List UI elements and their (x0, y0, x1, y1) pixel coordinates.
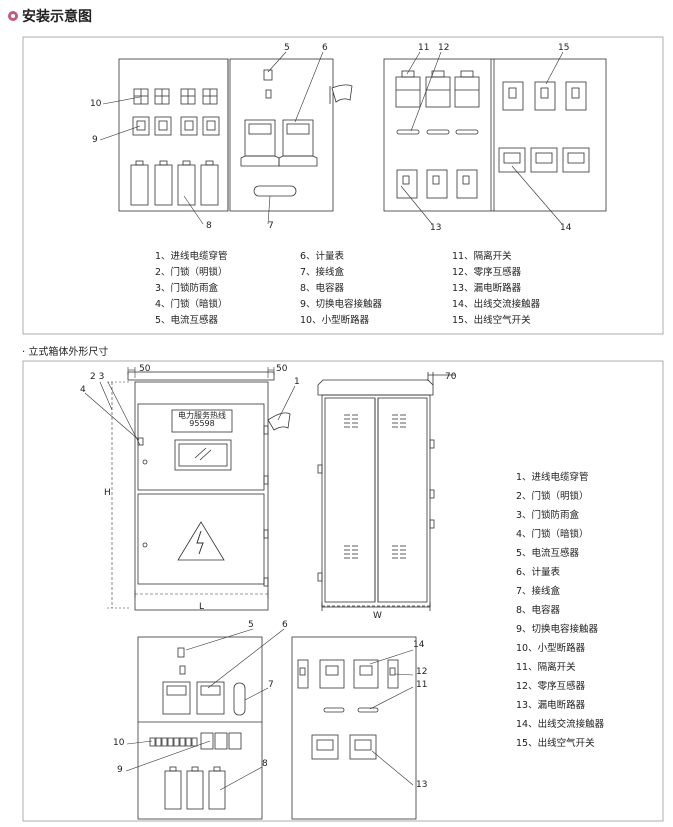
breaker-row (133, 88, 218, 105)
legend-item: 7、接线盒 (300, 267, 345, 278)
callout-4: 4 (80, 385, 86, 395)
legend-item: 11、隔离开关 (452, 251, 512, 262)
legend-item: 5、电流互感器 (155, 315, 219, 326)
dim-width: W (373, 611, 382, 621)
callout-10: 10 (90, 99, 102, 109)
side-cabinet (317, 372, 455, 611)
section-title: 安装示意图 (8, 6, 92, 26)
legend-item: 8、电容器 (300, 283, 345, 294)
bottom-interior-right (291, 636, 417, 820)
legend-side-item: 3、门锁防雨盒 (516, 510, 580, 521)
top-left-cabinet (118, 58, 229, 212)
service-hotline-label: 电力服务热线 95598 (176, 412, 228, 428)
callout-13b: 13 (416, 780, 428, 790)
legend-side-item: 5、电流互感器 (516, 548, 580, 559)
section1-frame (22, 36, 664, 335)
legend-item: 9、切换电容接触器 (300, 299, 383, 310)
callout-9: 9 (92, 135, 98, 145)
service-hotline-number: 95598 (189, 419, 215, 428)
legend-side-item: 2、门锁（明锁） (516, 491, 589, 502)
legend-side-item: 10、小型断路器 (516, 643, 586, 654)
callout-12b: 12 (416, 667, 428, 677)
legend-item: 6、计量表 (300, 251, 345, 262)
callout-10b: 10 (113, 738, 125, 748)
legend-item: 10、小型断路器 (300, 315, 370, 326)
legend-side-item: 14、出线交流接触器 (516, 719, 605, 730)
dim-side-top: 70 (445, 372, 457, 382)
legend-side-item: 6、计量表 (516, 567, 561, 578)
section2-frame (22, 360, 664, 822)
callout-6: 6 (322, 43, 328, 53)
callout-8b: 8 (262, 759, 268, 769)
section-title-text: 安装示意图 (22, 9, 92, 25)
callout-11: 11 (418, 43, 430, 53)
callout-6b: 6 (282, 620, 288, 630)
dim-length: L (199, 602, 205, 612)
top-meter-cabinet (229, 58, 353, 212)
legend-item: 2、门锁（明锁） (155, 267, 228, 278)
callout-8: 8 (206, 221, 212, 231)
legend-item: 4、门锁（暗锁） (155, 299, 228, 310)
legend-side-item: 9、切换电容接触器 (516, 624, 599, 635)
capacitor-row (130, 160, 219, 206)
contactor-row (132, 116, 220, 136)
dim-top-left: 50 (139, 364, 151, 374)
legend-side-item: 4、门锁（暗锁） (516, 529, 589, 540)
service-hotline-text: 电力服务热线 (178, 411, 226, 420)
section2-title-text: 立式箱体外形尺寸 (28, 347, 109, 358)
legend-item: 12、零序互感器 (452, 267, 522, 278)
callout-2-3: 2 3 (90, 372, 105, 382)
legend-side-item: 8、电容器 (516, 605, 561, 616)
front-dimensions (84, 367, 296, 609)
callout-5: 5 (284, 43, 290, 53)
callout-14: 14 (560, 223, 572, 233)
dim-height: H (104, 488, 111, 498)
callout-11b: 11 (416, 680, 428, 690)
callout-13: 13 (430, 223, 442, 233)
callout-12: 12 (438, 43, 450, 53)
callout-14b: 14 (413, 640, 425, 650)
legend-item: 14、出线交流接触器 (452, 299, 541, 310)
top-leaders (99, 51, 564, 225)
callout-1: 1 (294, 377, 300, 387)
legend-side-item: 1、进线电缆穿管 (516, 472, 589, 483)
bullet-icon (8, 11, 18, 21)
callout-7b: 7 (268, 680, 274, 690)
legend-side-item: 7、接线盒 (516, 586, 561, 597)
legend-item: 15、出线空气开关 (452, 315, 531, 326)
top-right-cabinet (383, 58, 607, 212)
callout-9b: 9 (117, 765, 123, 775)
legend-side-item: 15、出线空气开关 (516, 738, 595, 749)
front-cabinet (127, 371, 291, 611)
dim-top-right: 50 (276, 364, 288, 374)
callout-5b: 5 (248, 620, 254, 630)
legend-side-item: 12、零序互感器 (516, 681, 586, 692)
legend-item: 1、进线电缆穿管 (155, 251, 228, 262)
bottom-interior-left (137, 636, 263, 820)
callout-7: 7 (268, 221, 274, 231)
legend-item: 13、漏电断路器 (452, 283, 522, 294)
legend-side-item: 11、隔离开关 (516, 662, 576, 673)
bottom-leaders (125, 628, 414, 791)
callout-15: 15 (558, 43, 570, 53)
section2-title: · 立式箱体外形尺寸 (22, 347, 109, 358)
legend-item: 3、门锁防雨盒 (155, 283, 219, 294)
legend-side-item: 13、漏电断路器 (516, 700, 586, 711)
